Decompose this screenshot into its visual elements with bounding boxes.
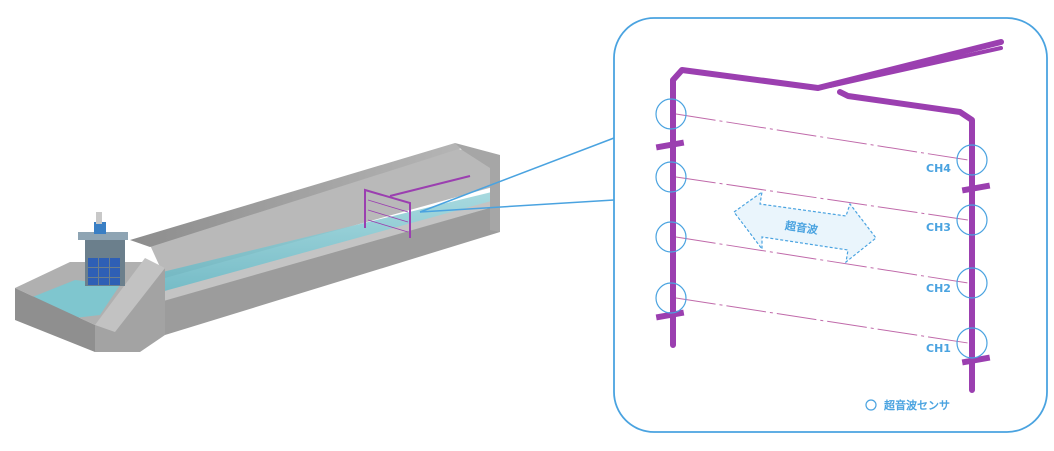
sensor-left-ch1 — [655, 282, 687, 314]
channel-end-cap — [455, 143, 500, 232]
sensor-frame-small — [364, 175, 471, 238]
legend-label: 超音波センサ — [883, 398, 950, 412]
callout-panel: CH4 CH3 CH2 CH1 超音波 超音波センサ — [613, 17, 1048, 433]
channel-label-ch3: CH3 — [926, 221, 951, 234]
sensor-right-ch3 — [956, 204, 988, 236]
sensor-right-ch1 — [956, 327, 988, 359]
callout-connector — [419, 137, 615, 213]
channel-near-wall-top — [150, 200, 500, 302]
channel-label-ch1: CH1 — [926, 342, 951, 355]
channel-far-wall-top — [130, 143, 462, 247]
channel-model — [15, 143, 500, 352]
gate-motor — [94, 222, 106, 234]
sensor-right-ch2 — [956, 267, 988, 299]
ultrasonic-arrow: 超音波 — [733, 190, 877, 264]
sensor-left-ch4 — [655, 98, 687, 130]
gate-tower — [96, 212, 102, 224]
ultrasonic-paths — [675, 113, 969, 344]
inlet-wing-wall-top — [95, 258, 165, 332]
inlet-basin-front — [15, 288, 95, 352]
pipe-frame — [670, 39, 1004, 393]
legend-sensor-icon — [865, 399, 877, 411]
channel-label-ch4: CH4 — [926, 162, 951, 175]
gate-panels — [88, 258, 120, 285]
channel-far-wall — [150, 148, 500, 278]
sensor-left-ch2 — [655, 221, 687, 253]
sensors — [655, 98, 988, 359]
channel-label-ch2: CH2 — [926, 282, 951, 295]
gate-hoist — [78, 232, 128, 240]
legend: 超音波センサ — [865, 398, 950, 412]
channel-near-wall — [160, 205, 500, 335]
sensor-right-ch4 — [956, 144, 988, 176]
ultrasonic-label: 超音波 — [783, 218, 820, 237]
sensor-left-ch3 — [655, 161, 687, 193]
